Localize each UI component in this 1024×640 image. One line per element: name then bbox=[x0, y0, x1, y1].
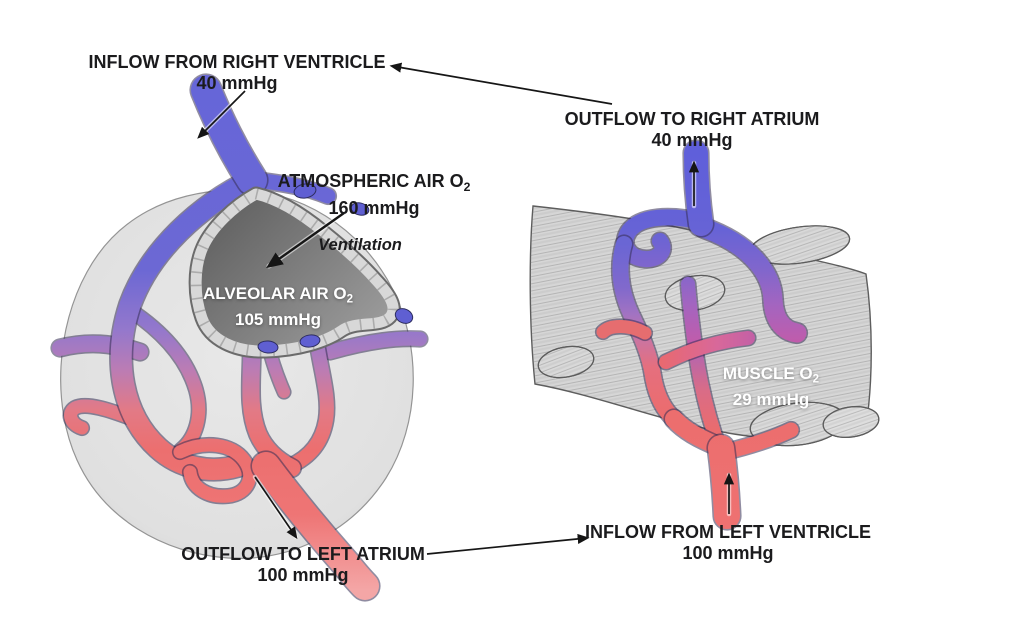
vessel-venous-trunk bbox=[682, 139, 715, 238]
vessel-bottom-loop bbox=[171, 437, 258, 505]
label-value: 40 mmHg bbox=[651, 130, 733, 150]
label-ventilation: Ventilation bbox=[318, 236, 402, 254]
label-title: INFLOW FROM RIGHT VENTRICLE bbox=[88, 52, 386, 72]
pulmonary-capillary-illustration bbox=[50, 73, 429, 602]
label-value: 100 mmHg bbox=[257, 565, 349, 585]
vessel-right-stub bbox=[321, 330, 429, 361]
label-value: 105 mmHg bbox=[235, 309, 321, 329]
label-title: OUTFLOW TO RIGHT ATRIUM bbox=[564, 109, 820, 129]
pulmonary-vessels bbox=[50, 73, 429, 602]
vessel-left-main bbox=[109, 167, 265, 482]
flow-arrow-pulmonary-inflow bbox=[197, 90, 246, 139]
vessel-lower-left-hook bbox=[62, 397, 145, 437]
vessel-inflow-trunk bbox=[189, 73, 269, 197]
connector-arrow-systemic-to-pulmonary bbox=[389, 62, 613, 105]
vessel-arm bbox=[657, 329, 757, 371]
label-value: 160 mmHg bbox=[328, 197, 420, 218]
label-outflow-right-atrium: OUTFLOW TO RIGHT ATRIUM 40 mmHg bbox=[565, 109, 820, 151]
label-title: INFLOW FROM LEFT VENTRICLE bbox=[585, 522, 871, 542]
label-atmospheric-air: ATMOSPHERIC AIR O2 160 mmHg bbox=[278, 171, 471, 219]
label-title: ATMOSPHERIC AIR O2 bbox=[277, 171, 471, 194]
vessel-big-loop bbox=[692, 216, 809, 345]
vessel-arterial-trunk bbox=[706, 433, 742, 531]
muscle-illustration bbox=[529, 139, 880, 531]
arrows bbox=[196, 62, 735, 555]
vessel-inner-left-branch bbox=[121, 301, 207, 459]
label-alveolar-air: ALVEOLAR AIR O2 105 mmHg bbox=[203, 284, 353, 330]
label-value: 40 mmHg bbox=[196, 73, 278, 93]
label-title: ALVEOLAR AIR O2 bbox=[203, 284, 353, 306]
ventilation-arrow bbox=[266, 212, 345, 269]
muscle-vessels bbox=[594, 139, 809, 531]
alveolus bbox=[188, 183, 414, 359]
vessel-right-down-branch bbox=[281, 327, 336, 475]
label-inflow-right-ventricle: INFLOW FROM RIGHT VENTRICLE 40 mmHg bbox=[89, 52, 386, 94]
muscle-bulges bbox=[537, 225, 880, 447]
vessel-descent bbox=[610, 234, 684, 429]
label-inflow-left-ventricle: INFLOW FROM LEFT VENTRICLE 100 mmHg bbox=[585, 522, 871, 564]
label-value: 100 mmHg bbox=[682, 543, 774, 563]
label-outflow-left-atrium: OUTFLOW TO LEFT ATRIUM 100 mmHg bbox=[181, 544, 425, 586]
capillary-caps bbox=[257, 183, 414, 354]
flow-arrow-pulmonary-outflow bbox=[254, 476, 298, 540]
label-title: OUTFLOW TO LEFT ATRIUM bbox=[181, 544, 425, 564]
vessel-left-hook bbox=[594, 318, 654, 342]
connector-arrow-pulmonary-to-systemic bbox=[426, 533, 590, 555]
label-title: MUSCLE O2 bbox=[722, 364, 820, 386]
vessel-outflow-trunk bbox=[250, 450, 381, 602]
label-value: 29 mmHg bbox=[732, 389, 810, 409]
label-muscle-o2: MUSCLE O2 29 mmHg bbox=[723, 364, 819, 410]
